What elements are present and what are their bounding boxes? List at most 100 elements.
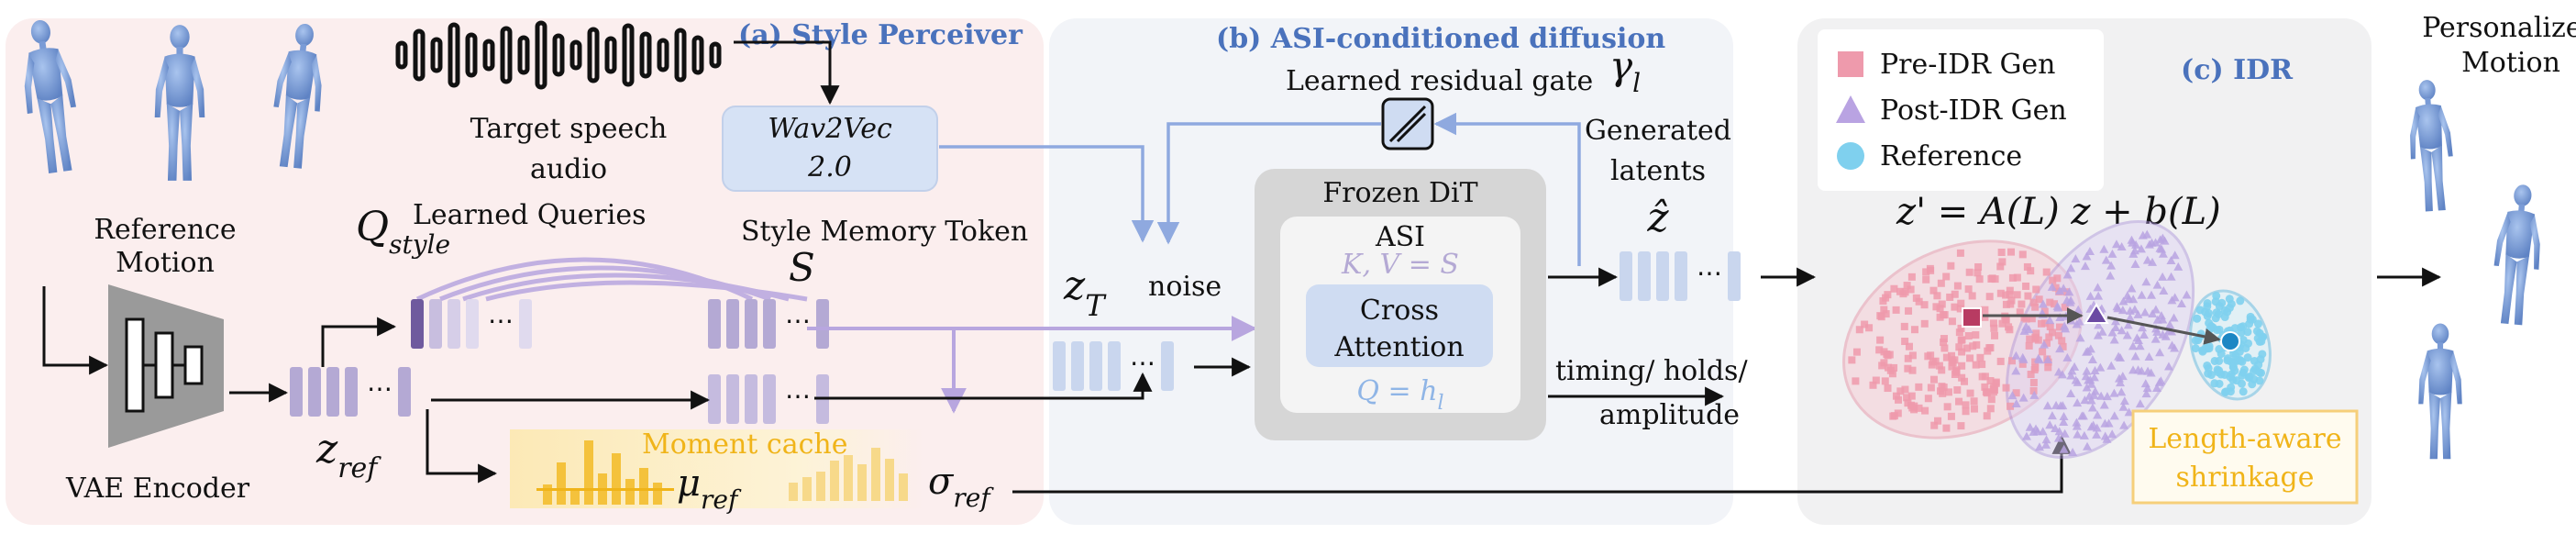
scatter-point (2170, 250, 2180, 260)
scatter-point (2049, 276, 2057, 284)
scatter-point (1940, 338, 1948, 346)
scatter-point (2109, 411, 2119, 420)
scatter-point (1948, 362, 1956, 371)
scatter-point (2253, 319, 2262, 328)
scatter-point (1997, 248, 2006, 256)
token (1728, 251, 1741, 301)
scatter-point (1900, 322, 1908, 330)
mu-bar (584, 440, 593, 505)
scatter-point (2007, 402, 2015, 410)
scatter-point (2032, 285, 2040, 294)
legend-triangle-marker (1836, 95, 1865, 123)
scatter-point (1915, 297, 1923, 306)
scatter-point (2059, 284, 2069, 293)
sigma-bar (871, 448, 880, 501)
scatter-point (2147, 238, 2157, 247)
vae-encoder-label: VAE Encoder (65, 473, 250, 505)
scatter-point (1970, 397, 1978, 406)
scatter-point (2104, 418, 2114, 428)
scatter-point (2013, 273, 2021, 282)
scatter-point (1905, 306, 1913, 315)
token-ellipsis: ⋯ (1697, 258, 1722, 288)
wave-bar (622, 23, 635, 87)
scatter-point (2031, 303, 2040, 311)
legend-label: Pre-IDR Gen (1880, 49, 2055, 81)
scatter-point (2141, 277, 2151, 286)
scatter-point (2089, 373, 2099, 382)
scatter-point (2239, 335, 2248, 344)
scatter-point (2140, 379, 2150, 388)
scatter-point (1991, 331, 1999, 339)
scatter-point (2042, 401, 2052, 410)
scatter-point (2046, 298, 2054, 306)
scatter-point (1955, 343, 1963, 351)
q-equals-h: Q = hl (1356, 375, 1443, 415)
mu-bar (639, 468, 648, 505)
scatter-point (1903, 282, 1911, 290)
scatter-point (2085, 291, 2095, 300)
scatter-point (1890, 284, 1898, 293)
scatter-point (1888, 370, 1896, 378)
scatter-point (1956, 305, 1964, 313)
scatter-point (2101, 255, 2111, 264)
scatter-point (2212, 291, 2221, 300)
scatter-point (2236, 296, 2245, 306)
cross-attention-label-1: Cross (1360, 295, 1439, 327)
scatter-point (2239, 365, 2249, 374)
scatter-point (2087, 403, 2097, 412)
scatter-point (1944, 388, 1952, 396)
scatter-point (2050, 300, 2058, 308)
scatter-point (1958, 373, 1966, 382)
scatter-point (2117, 326, 2127, 335)
legend-square-marker (1838, 51, 1863, 77)
scatter-point (2111, 323, 2121, 332)
scatter-point (1978, 373, 1986, 381)
scatter-point (2136, 244, 2146, 253)
scatter-point (2066, 263, 2076, 273)
scatter-point (2230, 366, 2239, 375)
panel-b-title: (b) ASI-conditioned diffusion (1216, 23, 1665, 55)
style-memory-tokens: ⋯ (708, 299, 829, 349)
scatter-point (2122, 330, 2132, 339)
scatter-point (2255, 376, 2264, 385)
scatter-point (2080, 395, 2090, 405)
wave-bar (657, 38, 669, 72)
scatter-point (1890, 412, 1898, 420)
scatter-point (1922, 275, 1930, 284)
scatter-point (2135, 399, 2145, 408)
scatter-point (2158, 272, 2168, 281)
scatter-point (1890, 363, 1898, 372)
scatter-point (2039, 339, 2049, 349)
scatter-point (1957, 422, 1965, 430)
scatter-point (2011, 399, 2021, 408)
scatter-point (2045, 333, 2053, 341)
asi-label: ASI (1375, 221, 1425, 253)
scatter-point (2130, 260, 2140, 269)
token (429, 299, 442, 349)
generated-latent-tokens: ⋯ (1620, 251, 1741, 301)
scatter-point (2123, 320, 2133, 329)
scatter-point (1869, 381, 1877, 389)
scatter-point (2018, 300, 2026, 308)
scatter-point (2008, 273, 2017, 282)
scatter-point (2018, 393, 2029, 402)
scatter-point (1988, 274, 1996, 283)
scatter-point (2087, 355, 2097, 364)
scatter-point (1951, 356, 1959, 364)
token (1089, 341, 1102, 391)
scatter-point (1921, 406, 1929, 415)
scatter-point (2204, 363, 2213, 373)
wave-bar (587, 27, 600, 83)
arrow-speech-to-wav2vec (734, 40, 840, 106)
token (1675, 251, 1687, 301)
wave-bar (691, 35, 704, 75)
wav2vec-label-2: 2.0 (807, 151, 852, 184)
scatter-point (2239, 387, 2248, 396)
scatter-point (2094, 320, 2104, 329)
scatter-point (2045, 420, 2055, 429)
scatter-point (2102, 392, 2112, 401)
scatter-point (1985, 293, 1994, 301)
scatter-point (2214, 368, 2223, 377)
scatter-point (1986, 405, 1995, 413)
